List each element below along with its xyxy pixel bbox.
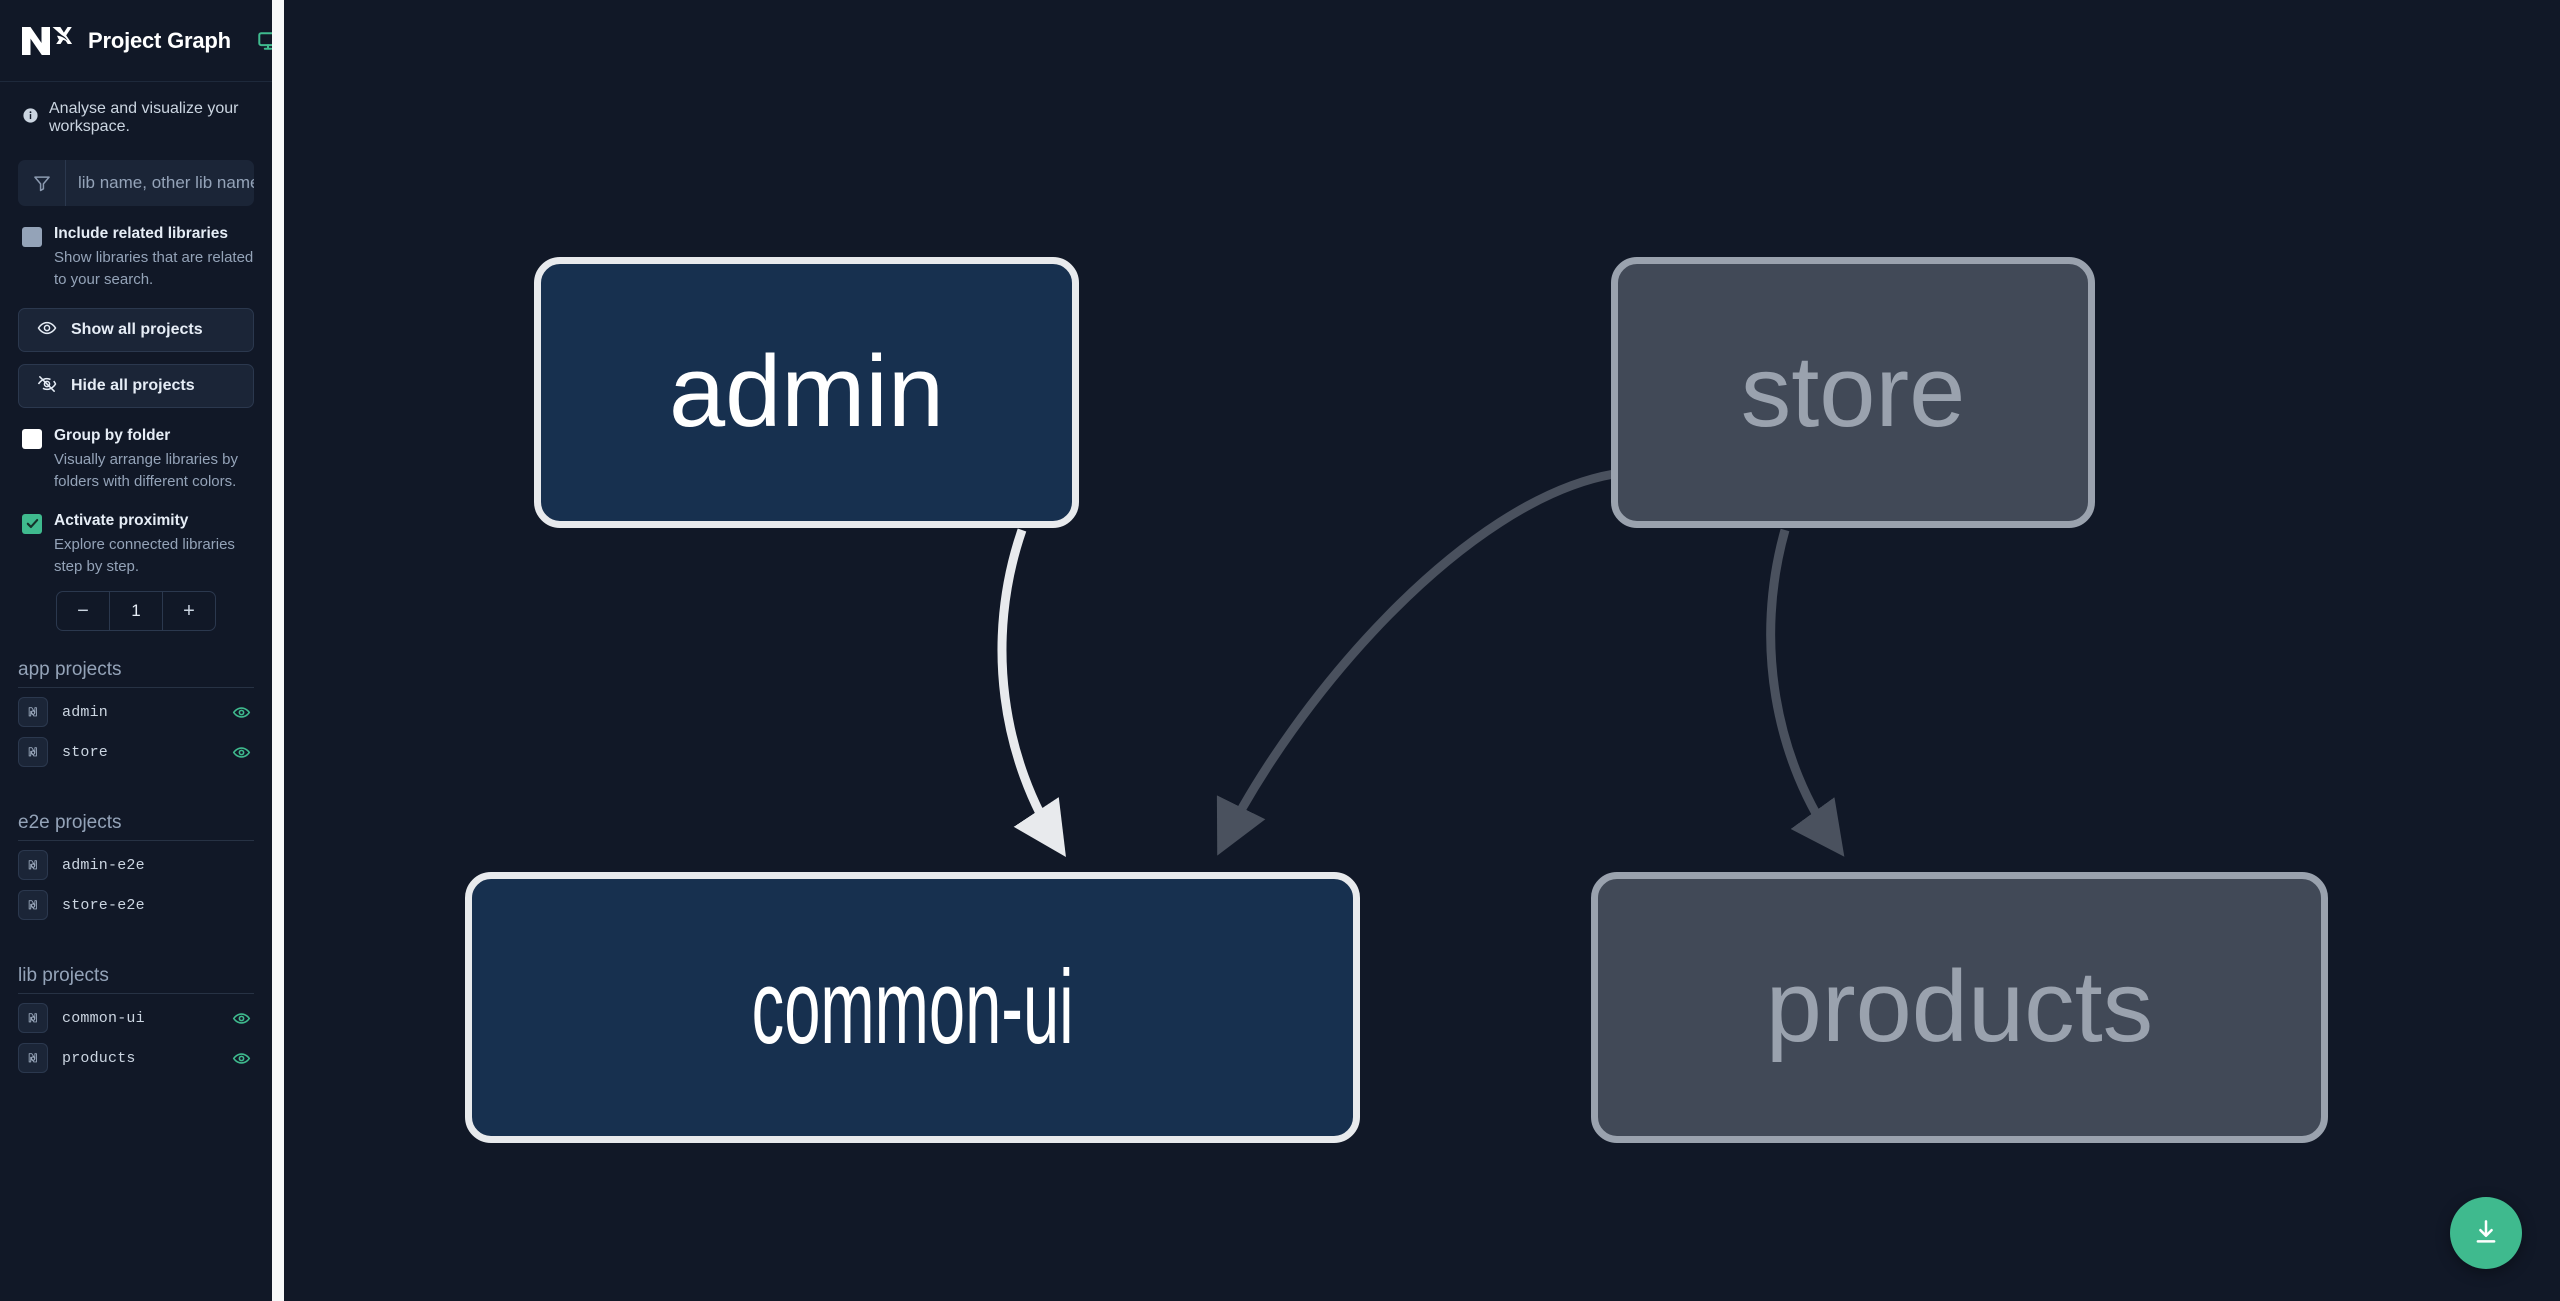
graph-node-label: store xyxy=(1740,336,1966,448)
tagline-text: Analyse and visualize your workspace. xyxy=(49,100,239,135)
sidebar-divider xyxy=(272,0,284,1301)
sidebar: Project Graph Analyse and visualize your… xyxy=(0,0,278,1301)
nx-project-icon xyxy=(18,850,48,881)
project-visible-eye-icon[interactable] xyxy=(228,743,254,762)
graph-node-label: admin xyxy=(668,336,945,448)
option-activate-proximity[interactable]: Activate proximity Explore connected lib… xyxy=(0,493,272,577)
proximity-decrement-button[interactable]: − xyxy=(57,592,109,630)
activate-proximity-checkbox[interactable] xyxy=(22,513,42,534)
visibility-buttons: Show all projects Hide all projects xyxy=(0,290,272,409)
nx-project-icon xyxy=(18,737,48,768)
graph-node-common-ui[interactable]: common-ui xyxy=(465,872,1360,1143)
project-list[interactable]: app projects admin store e2e projects admin-… xyxy=(0,631,272,1301)
option-group-by-folder[interactable]: Group by folder Visually arrange librari… xyxy=(0,408,272,492)
option-description: Explore connected libraries step by step… xyxy=(54,535,235,575)
project-row-store[interactable]: store xyxy=(18,732,254,772)
graph-node-label: products xyxy=(1765,951,2154,1063)
graph-node-store[interactable]: store xyxy=(1611,257,2095,528)
project-row-admin-e2e[interactable]: admin-e2e xyxy=(18,845,254,885)
project-row-store-e2e[interactable]: store-e2e xyxy=(18,885,254,925)
nx-project-icon xyxy=(18,697,48,728)
project-name: products xyxy=(62,1049,136,1067)
info-icon xyxy=(22,107,39,129)
graph-node-label: common-ui xyxy=(751,949,1074,1066)
project-row-common-ui[interactable]: common-ui xyxy=(18,998,254,1038)
project-group-heading: app projects xyxy=(18,659,254,689)
project-name: admin-e2e xyxy=(62,856,145,874)
option-title: Activate proximity xyxy=(54,511,189,529)
search-area xyxy=(0,146,272,206)
eye-icon xyxy=(37,318,57,343)
show-all-projects-button[interactable]: Show all projects xyxy=(18,308,254,353)
search-box[interactable] xyxy=(18,160,254,206)
nx-project-icon xyxy=(18,1043,48,1074)
filter-icon[interactable] xyxy=(18,160,66,206)
option-include-related-libraries[interactable]: Include related libraries Show libraries… xyxy=(0,206,272,290)
edge-store-to-common-ui xyxy=(1216,469,1615,856)
proximity-stepper: − 1 + xyxy=(56,591,216,632)
download-icon xyxy=(2471,1217,2501,1250)
proximity-value: 1 xyxy=(109,592,163,631)
proximity-increment-button[interactable]: + xyxy=(163,592,215,630)
edge-store-to-products xyxy=(1766,528,1845,857)
graph-canvas[interactable]: admin store common-ui products xyxy=(284,0,2560,1301)
project-visible-eye-icon[interactable] xyxy=(228,1009,254,1028)
project-visible-eye-icon[interactable] xyxy=(228,703,254,722)
hide-all-projects-label: Hide all projects xyxy=(71,377,195,395)
project-name: common-ui xyxy=(62,1009,145,1027)
option-title: Group by folder xyxy=(54,427,171,445)
download-graph-button[interactable] xyxy=(2450,1197,2522,1269)
project-row-admin[interactable]: admin xyxy=(18,692,254,732)
project-row-products[interactable]: products xyxy=(18,1038,254,1078)
option-description: Show libraries that are related to your … xyxy=(54,248,254,288)
project-name: store-e2e xyxy=(62,896,145,914)
project-group-heading: e2e projects xyxy=(18,812,254,842)
hide-all-projects-button[interactable]: Hide all projects xyxy=(18,364,254,409)
graph-node-admin[interactable]: admin xyxy=(534,257,1079,528)
project-name: store xyxy=(62,743,109,761)
eye-off-icon xyxy=(37,374,57,399)
nx-logo xyxy=(18,21,73,61)
project-visible-eye-icon[interactable] xyxy=(228,1049,254,1068)
option-title: Include related libraries xyxy=(54,225,229,242)
proximity-stepper-wrap: − 1 + xyxy=(0,577,272,632)
nx-project-icon xyxy=(18,890,48,921)
tagline: Analyse and visualize your workspace. xyxy=(0,82,272,146)
show-all-projects-label: Show all projects xyxy=(71,321,203,339)
option-description: Visually arrange libraries by folders wi… xyxy=(54,451,238,491)
search-input[interactable] xyxy=(66,160,254,206)
group-by-folder-checkbox[interactable] xyxy=(22,429,42,450)
project-name: admin xyxy=(62,703,109,721)
graph-edges xyxy=(997,469,1845,858)
project-group-heading: lib projects xyxy=(18,965,254,995)
app-title: Project Graph xyxy=(88,27,231,53)
edge-admin-to-common-ui xyxy=(997,528,1066,858)
brand-bar: Project Graph xyxy=(0,0,278,82)
nx-project-icon xyxy=(18,1003,48,1034)
include-related-libraries-checkbox[interactable] xyxy=(22,227,42,247)
graph-node-products[interactable]: products xyxy=(1591,872,2328,1143)
